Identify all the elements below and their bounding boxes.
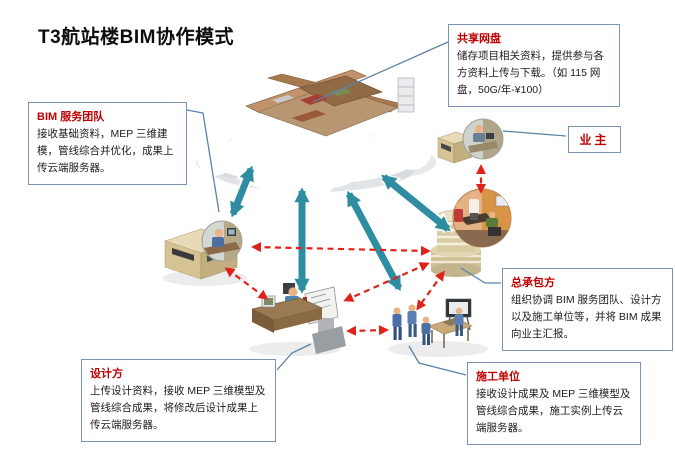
- designer-desk-icon: [251, 283, 346, 354]
- callout-bim-team-body: 接收基础资料，MEP 三维建模，管线综合并优化，成果上传云端服务器。: [37, 128, 174, 174]
- callout-connectors: [186, 41, 567, 376]
- person-at-computer-icon: [201, 220, 243, 262]
- callout-construction: 施工单位 接收设计成果及 MEP 三维模型及管线综合成果，施工实例上传云端服务器…: [467, 362, 641, 445]
- callout-construction-title: 施工单位: [476, 371, 520, 383]
- callout-bim-team-title: BIM 服务团队: [37, 111, 105, 123]
- callout-share-disk-body: 储存项目相关资料，提供参与各方资料上传与下载。（如 115 网盘，50G/年-¥…: [457, 50, 604, 96]
- worker-figure: [421, 316, 431, 345]
- connector-owner: [502, 130, 567, 137]
- contractor-node: [431, 188, 512, 277]
- callout-construction-body: 接收设计成果及 MEP 三维模型及管线综合成果，施工实例上传云端服务器。: [476, 388, 631, 434]
- callout-share-disk-title: 共享网盘: [457, 33, 501, 45]
- callout-owner-title: 业主: [579, 133, 610, 147]
- callout-bim-team: BIM 服务团队 接收基础资料，MEP 三维建模，管线综合并优化，成果上传云端服…: [28, 102, 187, 185]
- callout-design-title: 设计方: [90, 368, 123, 380]
- meeting-icon: [452, 188, 512, 248]
- double-arrow-red-dashed-icon: [416, 270, 445, 311]
- double-arrow-red-dashed-icon: [224, 267, 269, 300]
- worker-figure: [407, 304, 417, 337]
- double-arrow-teal-icon: [381, 174, 451, 232]
- connector-share-disk: [312, 41, 449, 103]
- connector-contractor: [460, 267, 501, 284]
- connector-bim-team: [186, 109, 220, 213]
- connector-design: [276, 343, 312, 371]
- construction-node: [388, 298, 488, 357]
- owner-office-icon: [462, 118, 504, 160]
- design-node: [249, 283, 346, 356]
- bim-team-node: [163, 220, 247, 286]
- double-arrow-red-dashed-icon: [343, 262, 430, 302]
- double-arrow-red-dashed-icon: [346, 325, 389, 336]
- callout-contractor-title: 总承包方: [511, 277, 555, 289]
- double-arrow-teal-icon: [345, 190, 403, 292]
- callout-contractor: 总承包方 组织协调 BIM 服务团队、设计方以及施工单位等，并将 BIM 成果向…: [502, 268, 673, 351]
- callout-share-disk: 共享网盘 储存项目相关资料，提供参与各方资料上传与下载。（如 115 网盘，50…: [448, 24, 620, 107]
- double-arrow-teal-icon: [229, 165, 255, 218]
- double-arrow-red-dashed-icon: [251, 242, 431, 256]
- bim-model-icon: [245, 69, 415, 137]
- owner-node: [437, 118, 504, 164]
- coordination-arrows: [224, 164, 486, 336]
- callout-owner: 业主: [568, 126, 621, 153]
- worker-figure: [392, 307, 402, 340]
- worker-figure: [454, 307, 464, 336]
- construction-team-icon: [392, 298, 473, 348]
- connector-construction: [408, 345, 467, 376]
- callout-contractor-body: 组织协调 BIM 服务团队、设计方以及施工单位等，并将 BIM 成果向业主汇报。: [511, 294, 662, 340]
- callout-design: 设计方 上传设计资料，接收 MEP 三维模型及管线综合成果，将修改后设计成果上传…: [81, 359, 276, 442]
- callout-design-body: 上传设计资料，接收 MEP 三维模型及管线综合成果，将修改后设计成果上传云端服务…: [90, 385, 266, 431]
- page-title: T3航站楼BIM协作模式: [38, 27, 235, 48]
- cloud-link-arrows: [227, 163, 453, 296]
